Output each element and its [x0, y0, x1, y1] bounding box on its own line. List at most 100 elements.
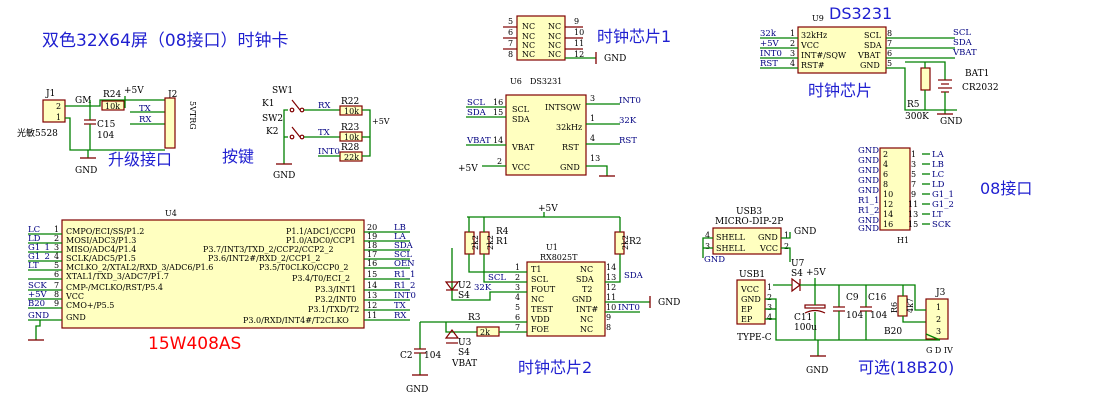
photo-sensor-label: 光敏5528 — [17, 127, 58, 139]
keys-section: SW1 K1 SW2 K2 RX TX R22 10k R23 10k R28 … — [262, 86, 390, 181]
svg-text:104: 104 — [424, 351, 441, 361]
svg-text:RST: RST — [562, 143, 580, 152]
svg-text:4: 4 — [54, 252, 59, 261]
svg-text:INT0: INT0 — [318, 147, 340, 157]
svg-text:RST: RST — [760, 59, 778, 69]
svg-text:2: 2 — [515, 273, 520, 282]
svg-text:DS3231: DS3231 — [530, 77, 562, 86]
svg-text:SCK: SCK — [28, 281, 47, 291]
svg-text:VBAT: VBAT — [857, 51, 881, 60]
svg-text:GND: GND — [758, 233, 778, 242]
svg-text:SDA: SDA — [467, 108, 487, 118]
svg-text:16: 16 — [883, 220, 893, 229]
svg-text:4: 4 — [790, 59, 795, 68]
svg-text:MCLKO_2/XTAL2/RXD_3/ADC6/P1.6: MCLKO_2/XTAL2/RXD_3/ADC6/P1.6 — [66, 263, 213, 272]
svg-text:GND: GND — [572, 295, 592, 304]
iface08-title: 08接口 — [980, 179, 1032, 198]
svg-text:9: 9 — [911, 190, 916, 199]
svg-text:1: 1 — [936, 303, 941, 312]
svg-text:CMP-/MCLKO/RST/P5.4: CMP-/MCLKO/RST/P5.4 — [66, 283, 163, 292]
svg-text:17: 17 — [367, 250, 377, 259]
svg-text:INT0: INT0 — [619, 96, 641, 106]
svg-text:GND: GND — [406, 385, 428, 395]
svg-text:GND: GND — [858, 166, 879, 176]
svg-text:6: 6 — [508, 28, 513, 37]
svg-text:R2: R2 — [629, 237, 642, 247]
svg-text:SCL: SCL — [488, 273, 506, 283]
svg-text:13: 13 — [606, 273, 616, 282]
svg-text:15: 15 — [493, 108, 503, 117]
svg-text:14: 14 — [493, 136, 503, 145]
svg-text:11: 11 — [367, 311, 377, 320]
svg-text:MOSI/ADC3/P1.3: MOSI/ADC3/P1.3 — [66, 236, 136, 245]
svg-text:1: 1 — [784, 231, 789, 240]
svg-text:104: 104 — [870, 311, 887, 321]
svg-text:LA: LA — [394, 232, 407, 242]
svg-text:LB: LB — [932, 160, 944, 170]
svg-text:SCL: SCL — [953, 28, 971, 38]
svg-text:10: 10 — [606, 303, 616, 312]
svg-text:104: 104 — [846, 311, 863, 321]
svg-text:CMO+/P5.5: CMO+/P5.5 — [66, 301, 114, 310]
svg-text:CMPO/ECI/SS/P1.2: CMPO/ECI/SS/P1.2 — [66, 227, 144, 236]
svg-text:3: 3 — [936, 327, 941, 336]
svg-text:SW1: SW1 — [272, 86, 293, 96]
svg-text:EP: EP — [741, 305, 753, 314]
svg-text:R28: R28 — [341, 143, 360, 153]
svg-text:TEST: TEST — [531, 305, 554, 314]
svg-text:P3.3/INT1: P3.3/INT1 — [315, 285, 356, 294]
svg-text:SDA: SDA — [864, 41, 882, 50]
svg-text:K1: K1 — [262, 99, 274, 109]
svg-text:7: 7 — [887, 39, 892, 48]
svg-text:P3.4/T0/ECI_2: P3.4/T0/ECI_2 — [292, 274, 350, 283]
svg-text:2k2: 2k2 — [621, 235, 630, 250]
svg-text:3: 3 — [54, 243, 59, 252]
svg-text:C15: C15 — [97, 120, 116, 130]
svg-text:U2: U2 — [458, 281, 471, 291]
svg-text:S4: S4 — [458, 348, 470, 358]
svg-text:FOUT: FOUT — [531, 285, 556, 294]
svg-text:SHELL: SHELL — [716, 244, 746, 253]
svg-text:13: 13 — [908, 210, 918, 219]
svg-text:GND: GND — [75, 166, 97, 176]
svg-text:P3.0/RXD/INT4#/T2CLKO: P3.0/RXD/INT4#/T2CLKO — [243, 316, 349, 325]
svg-text:2: 2 — [54, 234, 59, 243]
svg-text:SCL: SCL — [531, 275, 549, 284]
svg-text:RX: RX — [139, 115, 152, 125]
svg-text:10k: 10k — [344, 133, 359, 142]
svg-text:8: 8 — [606, 323, 611, 332]
ds3231-title: DS3231 — [829, 4, 892, 23]
svg-text:J1: J1 — [45, 89, 55, 99]
svg-text:INT0: INT0 — [760, 49, 782, 59]
svg-text:TX: TX — [139, 104, 152, 114]
svg-text:16: 16 — [367, 259, 377, 268]
svg-text:MICRO-DIP-2P: MICRO-DIP-2P — [715, 217, 783, 227]
svg-text:4: 4 — [515, 293, 520, 302]
svg-text:G1_1: G1_1 — [932, 190, 954, 200]
svg-text:14: 14 — [367, 281, 377, 290]
svg-text:LT: LT — [28, 261, 39, 271]
svg-text:5: 5 — [515, 303, 520, 312]
svg-text:LC: LC — [28, 225, 40, 235]
svg-text:+5V: +5V — [458, 164, 478, 174]
svg-text:9: 9 — [606, 313, 611, 322]
svg-text:GND: GND — [658, 298, 680, 308]
svg-text:SCLK/ADC5/P1.5: SCLK/ADC5/P1.5 — [66, 254, 136, 263]
svg-text:R1_1: R1_1 — [394, 270, 415, 280]
svg-text:EP: EP — [741, 315, 753, 324]
svg-text:R24: R24 — [103, 90, 122, 100]
svg-text:5: 5 — [508, 17, 513, 26]
svg-text:104: 104 — [97, 131, 114, 141]
svg-text:VCC: VCC — [740, 285, 759, 294]
svg-text:H1: H1 — [897, 236, 909, 245]
svg-text:GND: GND — [858, 156, 879, 166]
svg-text:32K: 32K — [474, 283, 492, 293]
svg-text:GND: GND — [560, 163, 580, 172]
svg-text:3: 3 — [705, 242, 710, 251]
svg-text:LT: LT — [932, 210, 943, 220]
svg-text:3: 3 — [911, 160, 916, 169]
svg-text:USB3: USB3 — [736, 207, 762, 217]
svg-text:R4: R4 — [496, 227, 509, 237]
upgrade-title: 升级接口 — [108, 150, 172, 169]
